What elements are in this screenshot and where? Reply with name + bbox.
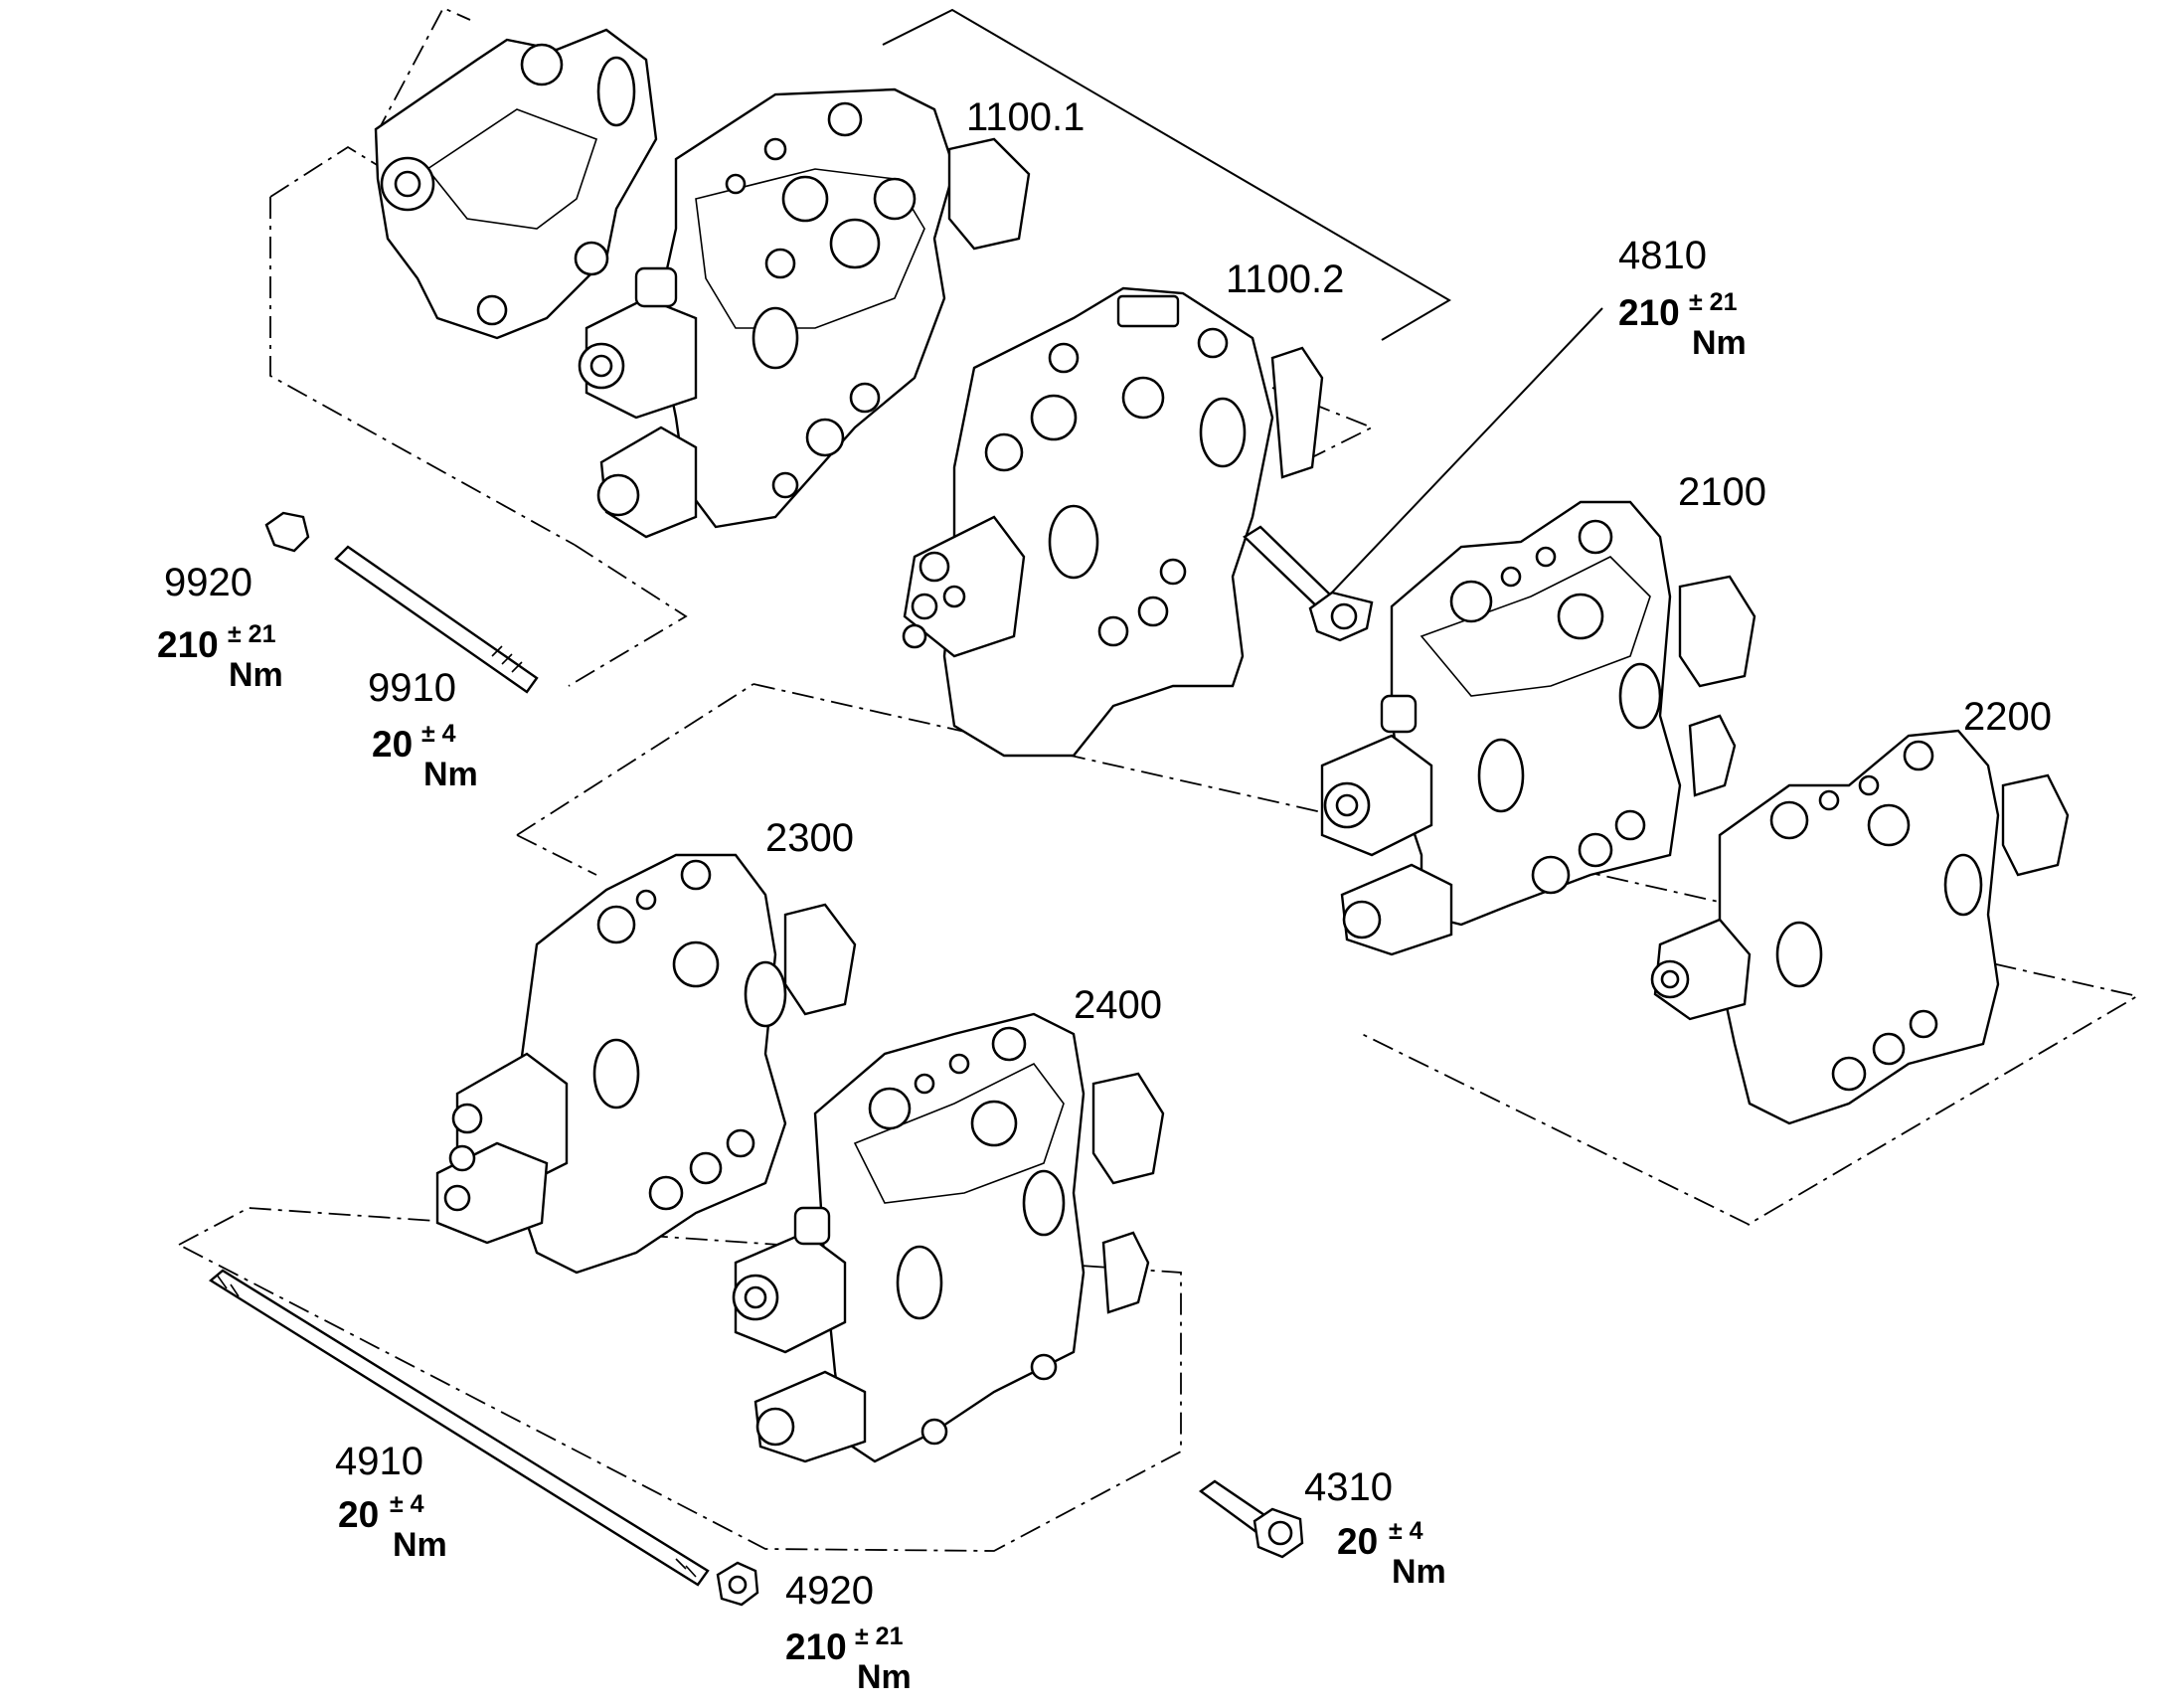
assembly-brackets: [882, 8, 1603, 596]
callout-4910: 4910: [335, 1440, 423, 1483]
torque-value: 20: [372, 724, 414, 765]
torque-spec-4310: 20 ± 4 Nm: [1337, 1519, 1456, 1603]
bolt-4310: [1198, 1479, 1304, 1559]
valve-section-1100-2: [902, 286, 1324, 758]
torque-unit: Nm: [229, 656, 283, 694]
callout-2100: 2100: [1678, 470, 1766, 514]
valve-section-2200: [1650, 729, 2070, 1125]
torque-unit: Nm: [393, 1526, 447, 1564]
torque-tolerance: ± 4: [421, 720, 456, 748]
torque-unit: Nm: [1392, 1553, 1446, 1591]
torque-tolerance: ± 21: [855, 1623, 904, 1650]
torque-value: 20: [338, 1494, 380, 1535]
torque-value: 210: [785, 1626, 847, 1667]
torque-spec-4810: 210 ± 21 Nm: [1618, 290, 1748, 374]
assembly-boundary-lines: [178, 6, 2140, 1552]
valve-section-2100: [1320, 500, 1756, 956]
end-cover-plate: [374, 28, 658, 340]
torque-tolerance: ± 21: [1689, 288, 1738, 316]
callout-4310: 4310: [1304, 1465, 1393, 1509]
torque-tolerance: ± 4: [1389, 1517, 1423, 1545]
callout-2400: 2400: [1074, 983, 1162, 1027]
torque-unit: Nm: [423, 756, 478, 793]
callout-4810: 4810: [1618, 234, 1707, 277]
callout-9920: 9920: [164, 561, 252, 604]
bolt-4810: [1243, 525, 1374, 642]
torque-unit: Nm: [1692, 324, 1747, 362]
torque-unit: Nm: [857, 1658, 912, 1696]
tie-rod-4910: [208, 1269, 710, 1587]
torque-spec-9920: 210 ± 21 Nm: [157, 622, 286, 706]
valve-section-2400: [732, 1012, 1165, 1463]
torque-spec-4910: 20 ± 4 Nm: [338, 1492, 457, 1576]
tie-rod-9910: [334, 545, 539, 694]
callout-2200: 2200: [1963, 695, 2052, 739]
torque-value: 20: [1337, 1521, 1379, 1562]
torque-spec-9910: 20 ± 4 Nm: [372, 722, 491, 805]
callout-4920: 4920: [785, 1569, 874, 1613]
torque-tolerance: ± 21: [228, 620, 276, 648]
callout-1100-1: 1100.1: [966, 95, 1086, 139]
nut-9920: [264, 511, 310, 553]
torque-tolerance: ± 4: [390, 1490, 424, 1518]
valve-section-2300: [435, 853, 857, 1275]
callout-9910: 9910: [368, 666, 456, 710]
torque-spec-4920: 210 ± 21 Nm: [785, 1624, 915, 1708]
callout-1100-2: 1100.2: [1226, 257, 1345, 301]
callout-2300: 2300: [765, 816, 854, 860]
torque-value: 210: [157, 624, 219, 665]
nut-4920: [716, 1561, 759, 1607]
valve-section-1100-1: [578, 87, 1031, 539]
torque-value: 210: [1618, 292, 1680, 333]
